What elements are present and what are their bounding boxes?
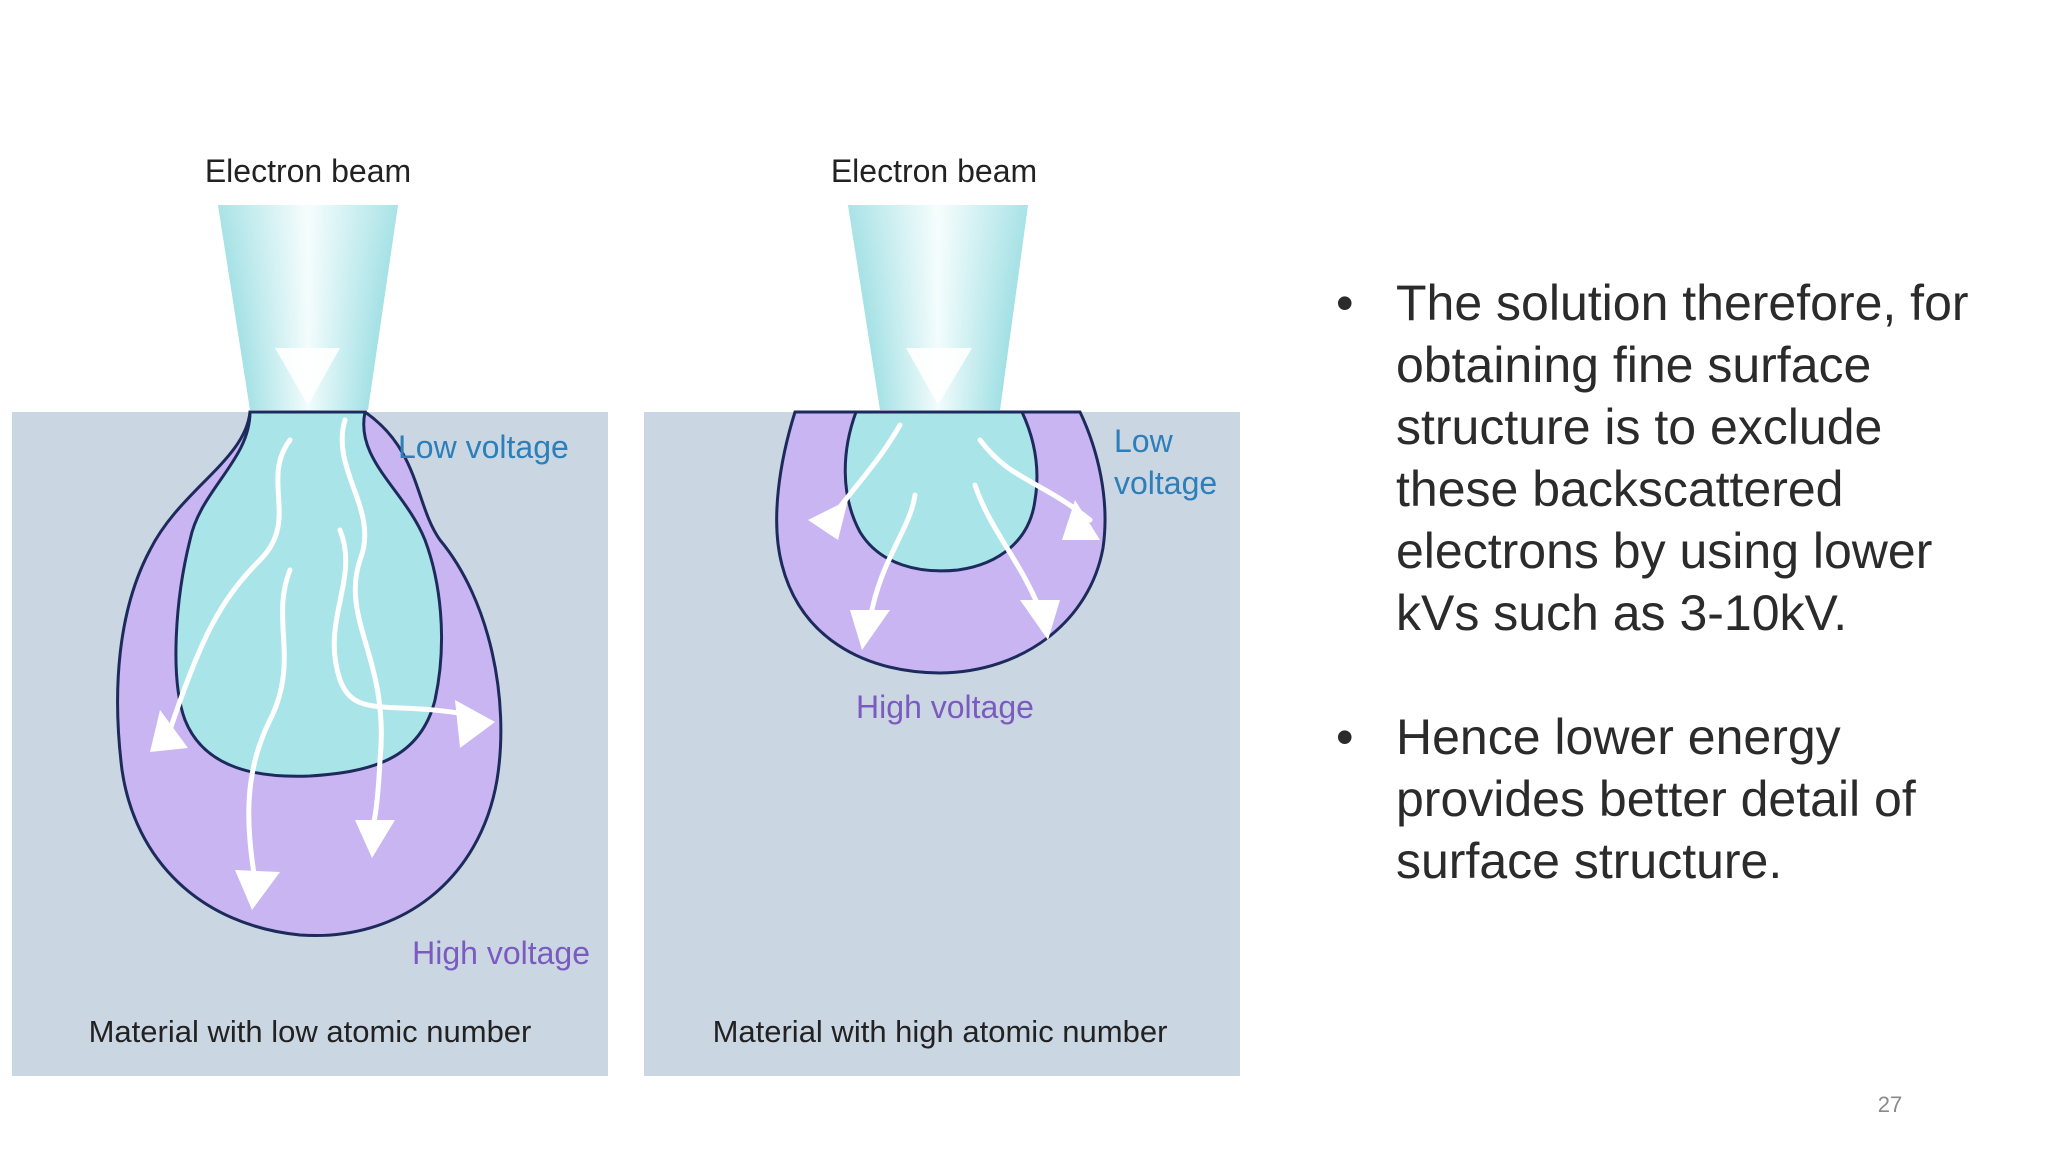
right-low-voltage-label-line2: voltage bbox=[1114, 465, 1217, 501]
left-material-label: Material with low atomic number bbox=[89, 1014, 532, 1049]
left-beam-label: Electron beam bbox=[205, 153, 411, 189]
bullet-text: Hence lower energy provides better detai… bbox=[1396, 709, 1916, 889]
arrowhead-icon bbox=[1062, 500, 1100, 540]
beam-arrow-icon bbox=[906, 348, 972, 405]
arrowhead-icon bbox=[235, 870, 280, 910]
arrowheads-right bbox=[808, 500, 1100, 650]
arrowhead-icon bbox=[455, 700, 495, 748]
right-beam-label: Electron beam bbox=[831, 153, 1037, 189]
arrowhead-icon bbox=[808, 500, 848, 540]
bullet-marker: • bbox=[1336, 275, 1354, 331]
right-low-voltage-label-line1: Low bbox=[1114, 423, 1174, 459]
arrowheads-left bbox=[150, 700, 495, 910]
bullet-item: • Hence lower energy provides better det… bbox=[1336, 706, 2016, 892]
electron-interaction-diagram: Electron beam Low voltage High voltage M… bbox=[12, 153, 1240, 1076]
right-material-label: Material with high atomic number bbox=[713, 1014, 1168, 1049]
electron-beam-left bbox=[218, 205, 398, 410]
electron-beam-right bbox=[848, 205, 1028, 410]
arrowhead-icon bbox=[355, 820, 395, 858]
left-low-voltage-label: Low voltage bbox=[398, 429, 569, 465]
scatter-arrows-left bbox=[167, 417, 473, 883]
arrowhead-icon bbox=[150, 710, 188, 752]
bullet-marker: • bbox=[1336, 709, 1354, 765]
left-panel: Electron beam Low voltage High voltage M… bbox=[12, 153, 608, 1076]
arrowhead-icon bbox=[1020, 600, 1060, 640]
bullet-list: • The solution therefore, for obtaining … bbox=[1336, 272, 2016, 954]
bullet-text: The solution therefore, for obtaining fi… bbox=[1396, 275, 1969, 641]
right-panel: Electron beam Low voltage High voltage M… bbox=[644, 153, 1240, 1076]
arrowhead-icon bbox=[850, 610, 890, 650]
bullet-item: • The solution therefore, for obtaining … bbox=[1336, 272, 2016, 644]
beam-arrow-icon bbox=[275, 348, 340, 405]
slide-number: 27 bbox=[1877, 1092, 1903, 1117]
right-high-voltage-label: High voltage bbox=[856, 689, 1034, 725]
left-high-voltage-label: High voltage bbox=[412, 935, 590, 971]
